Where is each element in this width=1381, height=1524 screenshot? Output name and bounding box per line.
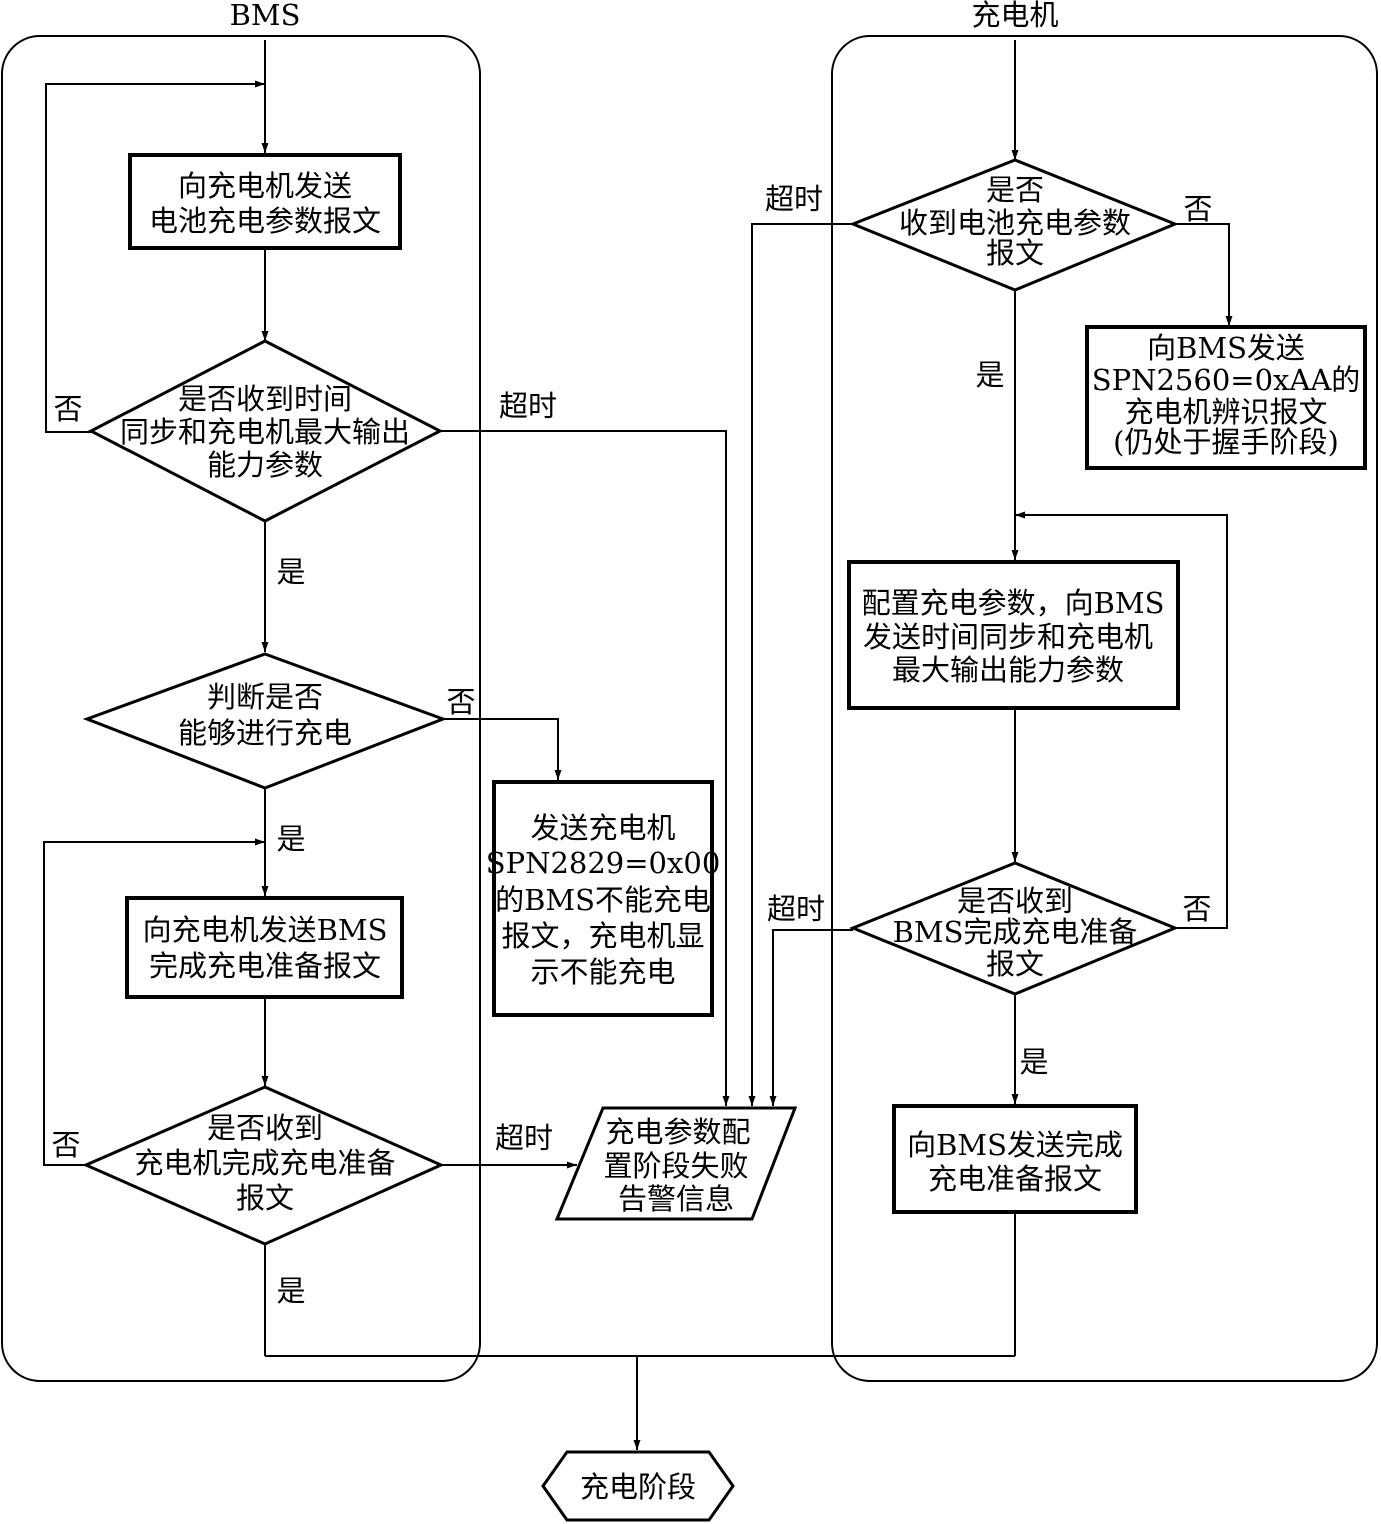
charger-config-params-box: [847, 560, 1180, 710]
label-timeout-bms-ready: 超时: [767, 892, 825, 926]
charger-send-identify-box: [1085, 325, 1367, 470]
bms-send-ready-line1: 向充电机发送BMS: [143, 913, 388, 947]
label-no-can-charge: 否: [446, 685, 475, 719]
bms-check-charger-ready-line3: 报文: [236, 1181, 294, 1215]
charger-check-bms-ready-decision: [848, 861, 1179, 996]
bms-cannot-charge-line1: 发送充电机: [530, 811, 675, 845]
alarm-output: [554, 1106, 798, 1221]
charger-lane-title: 充电机: [971, 0, 1058, 32]
bms-send-ready-line2: 完成充电准备报文: [149, 949, 381, 983]
charger-check-battery-params-line3: 报文: [986, 236, 1044, 270]
charger-lane: [831, 35, 1378, 1382]
alarm-line1: 充电参数配: [605, 1115, 750, 1149]
bms-check-can-charge-line2: 能够进行充电: [178, 716, 352, 750]
bms-cannot-charge-box: [492, 780, 714, 1017]
label-no-battery-params: 否: [1183, 192, 1212, 226]
alarm-line2: 置阶段失败: [603, 1149, 748, 1183]
bms-check-can-charge-decision: [82, 652, 448, 790]
label-timeout-time-sync: 超时: [499, 389, 557, 423]
charger-config-params-line1: 配置充电参数，向BMS: [862, 586, 1165, 620]
label-no-charger-ready: 否: [51, 1128, 80, 1162]
bms-check-time-sync-line3: 能力参数: [207, 448, 323, 482]
charging-stage-terminal: [541, 1450, 735, 1522]
charger-check-battery-params-line1: 是否: [986, 173, 1044, 207]
bms-check-time-sync-decision: [87, 339, 444, 523]
charger-config-params-line3: 最大输出能力参数: [892, 653, 1124, 687]
bms-send-battery-params-line2: 电池充电参数报文: [149, 204, 381, 238]
label-timeout-charger-ready: 超时: [495, 1121, 553, 1155]
bms-lane-title: BMS: [230, 0, 301, 32]
bms-check-time-sync-line1: 是否收到时间: [178, 382, 352, 416]
label-yes-battery-params: 是: [975, 358, 1004, 392]
bms-check-can-charge-line1: 判断是否: [207, 680, 323, 714]
charger-check-battery-params-line2: 收到电池充电参数: [899, 206, 1131, 240]
connectors: [43, 40, 1233, 1450]
charger-send-identify-line3: 充电机辨识报文: [1124, 395, 1327, 429]
charger-config-params-line2: 发送时间同步和充电机: [863, 620, 1153, 654]
charger-check-bms-ready-line2: BMS完成充电准备: [893, 915, 1138, 949]
label-yes-bms-ready: 是: [1019, 1045, 1048, 1079]
bms-check-charger-ready-decision: [82, 1085, 445, 1246]
charger-send-ready-line2: 充电准备报文: [928, 1162, 1102, 1196]
charger-check-battery-params-decision: [848, 158, 1179, 292]
label-timeout-battery-params: 超时: [765, 182, 823, 216]
bms-check-time-sync-line2: 同步和充电机最大输出: [120, 415, 410, 449]
charger-send-ready-line1: 向BMS发送完成: [907, 1128, 1123, 1162]
label-yes-charger-ready: 是: [276, 1274, 305, 1308]
bms-send-battery-params-box: [128, 153, 402, 250]
alarm-line3: 告警信息: [618, 1182, 734, 1216]
charger-send-identify-line4: (仍处于握手阶段): [1113, 425, 1339, 459]
label-yes-time-sync: 是: [276, 555, 305, 589]
bms-cannot-charge-line5: 示不能充电: [530, 955, 675, 989]
charger-check-bms-ready-line1: 是否收到: [957, 884, 1073, 918]
charger-check-bms-ready-line3: 报文: [986, 947, 1044, 981]
bms-send-battery-params-line1: 向充电机发送: [178, 169, 352, 203]
label-no-bms-ready: 否: [1182, 892, 1211, 926]
charger-send-ready-box: [892, 1104, 1138, 1214]
bms-cannot-charge-line2: SPN2829=0x00: [486, 846, 721, 880]
label-no-time-sync: 否: [53, 392, 82, 426]
bms-cannot-charge-line4: 报文，充电机显: [501, 919, 704, 953]
charger-send-identify-line2: SPN2560=0xAA的: [1092, 363, 1361, 397]
bms-cannot-charge-line3: 的BMS不能充电: [495, 883, 711, 917]
bms-lane: [1, 35, 481, 1382]
charging-stage-label: 充电阶段: [580, 1470, 696, 1504]
charger-send-identify-line1: 向BMS发送: [1147, 331, 1305, 365]
bms-check-charger-ready-line2: 充电机完成充电准备: [134, 1146, 395, 1180]
label-yes-can-charge: 是: [276, 822, 305, 856]
bms-check-charger-ready-line1: 是否收到: [207, 1111, 323, 1145]
bms-send-ready-box: [125, 896, 404, 999]
